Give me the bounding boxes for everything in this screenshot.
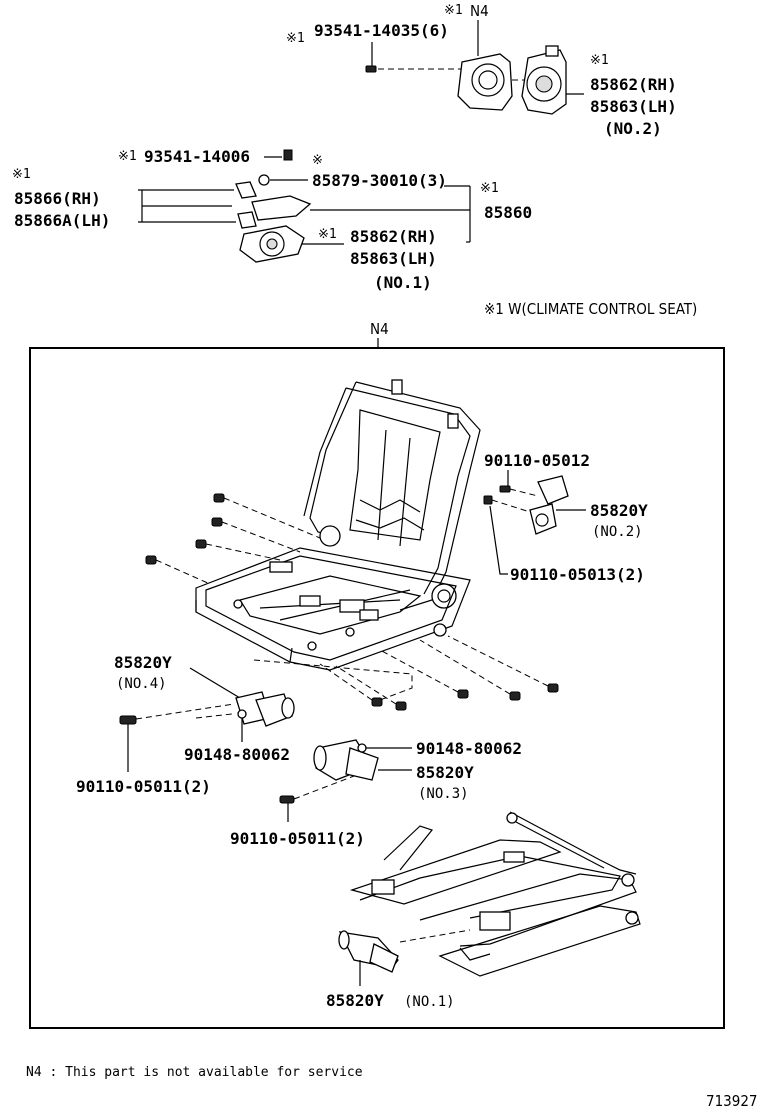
top-n4-mark: ※1: [444, 3, 463, 18]
climate-note: ※1 W(CLIMATE CONTROL SEAT): [484, 300, 697, 318]
motor2-bolt2-part-number: 90110-05013(2): [510, 565, 645, 584]
frame-bolts: [145, 493, 559, 711]
mid-bolt-mark: ※1: [118, 149, 137, 164]
no1-number: (NO.1): [374, 273, 432, 292]
clip-part-number: 85879-30010(3): [312, 171, 447, 190]
motor-no2: 90110-05012 85820Y (NO.2) 90110-05013(2): [483, 451, 648, 584]
motor4-part-number: 85820Y: [114, 653, 172, 672]
no2-mark: ※1: [590, 53, 609, 68]
motor2-part-number: 85820Y: [590, 501, 648, 520]
figure-id: 713927: [706, 1092, 758, 1110]
motor1-number: (NO.1): [404, 994, 455, 1010]
motor4-bolt-part-number: 90110-05011(2): [76, 777, 211, 796]
frame-code: N4: [370, 320, 389, 338]
seat-cushion-frame: [195, 547, 471, 671]
motor4-screw-part-number: 90148-80062: [184, 745, 290, 764]
no1-part-lh: 85863(LH): [350, 249, 437, 268]
no2-number: (NO.2): [604, 119, 662, 138]
mid-bolt-part-number: 93541-14006: [144, 147, 250, 166]
no1-part-rh: 85862(RH): [350, 227, 437, 246]
left-mark: ※1: [12, 167, 31, 182]
no2-fan-assembly: ※1 93541-14035(6) ※1 N4 ※1 85862(RH) 858…: [286, 2, 677, 138]
no2-part-lh: 85863(LH): [590, 97, 677, 116]
right-mark: ※1: [480, 181, 499, 196]
seat-adjuster-rails: [349, 811, 641, 977]
left-part-rh: 85866(RH): [14, 189, 101, 208]
top-bolt-mark: ※1: [286, 31, 305, 46]
motor3-screw-part-number: 90148-80062: [416, 739, 522, 758]
seat-frame-box: [29, 347, 725, 1029]
motor1-part-number: 85820Y: [326, 991, 384, 1010]
footnote: N4 : This part is not available for serv…: [26, 1065, 363, 1080]
motor3-bolt-part-number: 90110-05011(2): [230, 829, 365, 848]
motor-no4: 85820Y (NO.4) 90110-05011(2) 90148-80062: [76, 653, 295, 796]
left-part-lh: 85866A(LH): [14, 211, 110, 230]
motor-no3: 90148-80062 85820Y (NO.3) 90110-05011(2): [230, 739, 522, 848]
motor4-number: (NO.4): [116, 676, 167, 692]
no1-mark: ※1: [318, 227, 337, 242]
seat-back-frame: [303, 379, 481, 611]
motor-no1: 85820Y (NO.1): [326, 930, 455, 1010]
no1-fan-assembly: ※1 93541-14006 ※ 85879-30010(3) ※1 85866…: [12, 147, 532, 292]
top-bolt-part-number: 93541-14035(6): [314, 21, 449, 40]
right-part-number: 85860: [484, 203, 532, 222]
top-n4-code: N4: [470, 2, 489, 20]
motor2-number: (NO.2): [592, 524, 643, 540]
clip-mark: ※: [312, 153, 323, 168]
no2-part-rh: 85862(RH): [590, 75, 677, 94]
motor3-number: (NO.3): [418, 786, 469, 802]
motor3-part-number: 85820Y: [416, 763, 474, 782]
motor2-bolt-part-number: 90110-05012: [484, 451, 590, 470]
